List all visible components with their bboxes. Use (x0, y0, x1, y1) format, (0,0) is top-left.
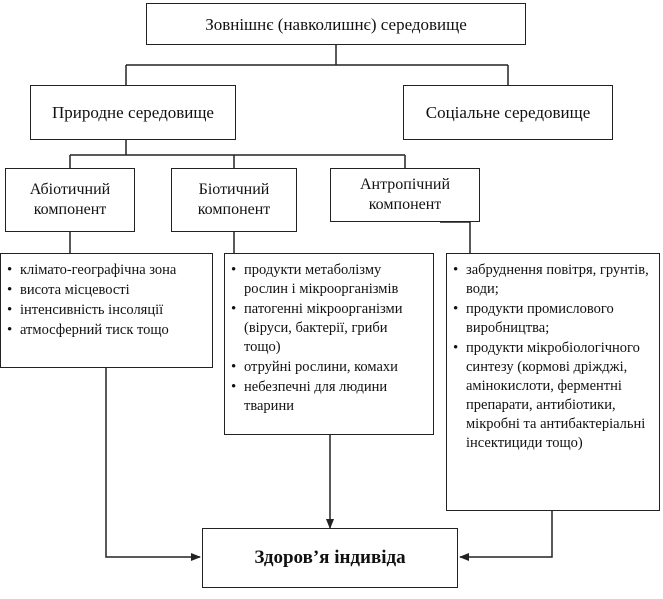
list-item: клімато-географічна зона (5, 261, 206, 280)
external-environment-label: Зовнішнє (навколишнє) середовище (205, 14, 467, 34)
list-item: отруйні рослини, комахи (229, 358, 427, 377)
list-item: атмосферний тиск тощо (5, 321, 206, 340)
social-environment-label: Соціальне середовище (425, 103, 591, 122)
anthropic-component-box: Антропічний компонент (330, 168, 480, 222)
arrow-anthropic-to-final (459, 511, 553, 561)
arrow-abiotic-to-final (105, 368, 201, 561)
biotic-component-label: Біотичний компонент (197, 181, 271, 218)
biotic-component-box: Біотичний компонент (171, 168, 297, 232)
list-item: забруднення повітря, грунтів, води; (451, 261, 653, 299)
list-item: продукти метаболізму рослин і мікроорган… (229, 261, 427, 299)
list-item: висота місцевості (5, 281, 206, 300)
natural-environment-box: Природне середовище (30, 85, 236, 140)
external-environment-box: Зовнішнє (навколишнє) середовище (146, 3, 526, 45)
abiotic-component-label: Абіотичний компонент (29, 181, 111, 218)
individual-health-label: Здоров’я індивіда (254, 547, 406, 568)
abiotic-component-box: Абіотичний компонент (5, 168, 135, 232)
individual-health-box: Здоров’я індивіда (202, 528, 458, 588)
natural-environment-label: Природне середовище (52, 103, 214, 122)
abiotic-factors-list: клімато-географічна зона висота місцевос… (0, 253, 213, 368)
list-item: продукти промислового виробництва; (451, 300, 653, 338)
anthropic-component-label: Антропічний компонент (359, 176, 451, 213)
list-item: інтенсивність інсоляції (5, 301, 206, 320)
social-environment-box: Соціальне середовище (403, 85, 613, 140)
biotic-factors-list: продукти метаболізму рослин і мікроорган… (224, 253, 434, 435)
list-item: небезпечні для людини тварини (229, 378, 427, 416)
anthropic-factors-list: забруднення повітря, грунтів, води; прод… (446, 253, 660, 511)
list-item: патогенні мікроорганізми (віруси, бактер… (229, 300, 427, 357)
list-item: продукти мікробіологічного синтезу (корм… (451, 339, 653, 453)
